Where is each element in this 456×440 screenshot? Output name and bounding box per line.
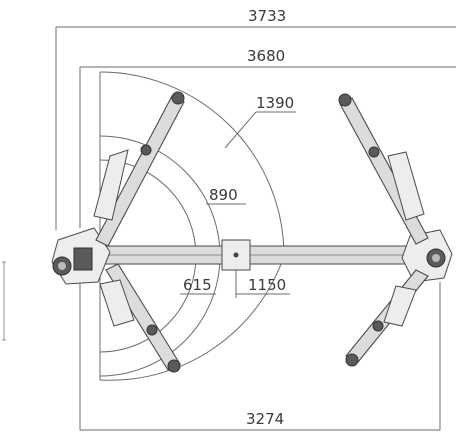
crossbar — [94, 239, 431, 271]
left-column — [51, 227, 111, 285]
overall-width-label: 3733 — [248, 7, 286, 25]
base-width-dimension: 3274 — [79, 282, 441, 431]
left-upper-arm — [93, 91, 185, 247]
inner-width-dimension: 3680 — [79, 47, 456, 228]
left-lower-arm — [99, 263, 181, 373]
overall-width-dimension: 3733 — [55, 7, 456, 230]
right-lower-arm — [345, 269, 429, 367]
arm-swing-arcs — [99, 71, 285, 381]
arm-reach-max-label: 1390 — [256, 94, 294, 112]
arm-reach-mid-label: 890 — [209, 186, 238, 204]
right-upper-arm — [338, 93, 429, 245]
inner-width-label: 3680 — [247, 47, 285, 65]
arm-reach-min-label: 615 — [183, 276, 212, 294]
center-offset-label: 1150 — [248, 276, 286, 294]
right-column — [401, 229, 453, 283]
radial-leaders — [180, 111, 296, 298]
base-width-label: 3274 — [246, 410, 284, 428]
